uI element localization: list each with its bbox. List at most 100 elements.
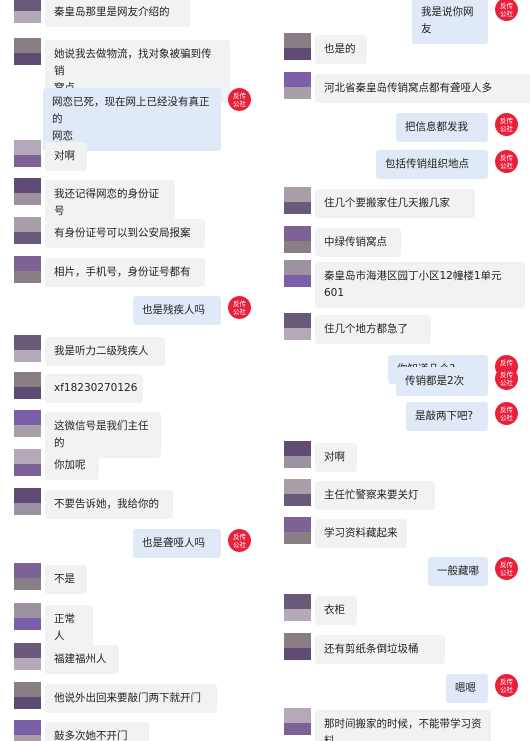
incoming-message-bubble[interactable]: 正常人 xyxy=(45,605,93,651)
incoming-message-row: 学习资料藏起来 xyxy=(270,517,530,548)
contact-avatar[interactable] xyxy=(14,256,41,283)
incoming-message-row: 敲多次她不开门 xyxy=(0,720,265,741)
sender-badge-avatar[interactable]: 反传公社 xyxy=(228,88,251,111)
incoming-message-bubble[interactable]: 对啊 xyxy=(315,443,357,472)
contact-avatar[interactable] xyxy=(14,603,41,630)
incoming-message-bubble[interactable]: 衣柜 xyxy=(315,596,357,625)
sender-badge-avatar[interactable]: 反传公社 xyxy=(495,113,518,136)
incoming-message-bubble[interactable]: 那时间搬家的时候，不能带学习资 料 xyxy=(315,710,491,741)
outgoing-message-bubble[interactable]: 把信息都发我 xyxy=(396,113,488,142)
contact-avatar[interactable] xyxy=(284,441,311,468)
contact-avatar[interactable] xyxy=(14,0,41,23)
incoming-message-bubble[interactable]: 住几个要搬家住几天搬几家 xyxy=(315,189,475,218)
incoming-message-row: 不要告诉她，我给你的 xyxy=(0,488,265,519)
outgoing-message-bubble[interactable]: 我是说你网友 xyxy=(412,0,488,44)
outgoing-message-bubble[interactable]: 嗯嗯 xyxy=(446,674,488,703)
incoming-message-bubble[interactable]: 敲多次她不开门 xyxy=(45,722,149,741)
incoming-message-row: 正常人 xyxy=(0,603,265,651)
contact-avatar[interactable] xyxy=(284,479,311,506)
incoming-message-bubble[interactable]: 秦皇岛那里是网友介绍的 xyxy=(45,0,190,27)
contact-avatar[interactable] xyxy=(284,33,311,60)
contact-avatar[interactable] xyxy=(14,720,41,741)
contact-avatar[interactable] xyxy=(14,335,41,362)
incoming-message-row: 有身份证号可以到公安局报案 xyxy=(0,217,265,248)
outgoing-message-row: 反传公社一般藏哪 xyxy=(270,557,530,586)
outgoing-message-row: 反传公社传销都是2次 xyxy=(270,367,530,396)
incoming-message-bubble[interactable]: 住几个地方都急了 xyxy=(315,315,431,344)
outgoing-message-bubble[interactable]: 也是残疾人吗 xyxy=(133,296,221,325)
incoming-message-bubble[interactable]: 我还记得网恋的身份证号 xyxy=(45,180,175,226)
outgoing-message-row: 反传公社也是聋哑人吗 xyxy=(0,529,265,558)
sender-badge-avatar[interactable]: 反传公社 xyxy=(495,150,518,173)
badge-text-line2: 公社 xyxy=(233,307,246,316)
incoming-message-row: 住几个地方都急了 xyxy=(270,313,530,344)
badge-text-line1: 反传 xyxy=(500,116,513,125)
contact-avatar[interactable] xyxy=(284,594,311,621)
contact-avatar[interactable] xyxy=(14,372,41,399)
contact-avatar[interactable] xyxy=(14,217,41,244)
contact-avatar[interactable] xyxy=(14,682,41,709)
contact-avatar[interactable] xyxy=(284,72,311,99)
incoming-message-bubble[interactable]: 还有剪纸条倒垃圾桶 xyxy=(315,635,445,664)
sender-badge-avatar[interactable]: 反传公社 xyxy=(495,0,518,21)
contact-avatar[interactable] xyxy=(14,140,41,167)
sender-badge-avatar[interactable]: 反传公社 xyxy=(495,674,518,697)
outgoing-message-bubble[interactable]: 也是聋哑人吗 xyxy=(133,529,221,558)
sender-badge-avatar[interactable]: 反传公社 xyxy=(228,296,251,319)
outgoing-message-bubble[interactable]: 传销都是2次 xyxy=(396,367,488,396)
contact-avatar[interactable] xyxy=(14,410,41,437)
incoming-message-bubble[interactable]: 中绿传销窝点 xyxy=(315,228,401,257)
incoming-message-bubble[interactable]: 我是听力二级残疾人 xyxy=(45,337,165,366)
incoming-message-bubble[interactable]: 你加呢 xyxy=(45,451,99,480)
badge-text-line1: 反传 xyxy=(500,358,513,367)
contact-avatar[interactable] xyxy=(284,517,311,544)
incoming-message-bubble[interactable]: 也是的 xyxy=(315,35,367,64)
incoming-message-row: 我还记得网恋的身份证号 xyxy=(0,178,265,226)
outgoing-message-bubble[interactable]: 包括传销组织地点 xyxy=(376,150,488,179)
incoming-message-row: 住几个要搬家住几天搬几家 xyxy=(270,187,530,218)
sender-badge-avatar[interactable]: 反传公社 xyxy=(495,402,518,425)
outgoing-message-bubble[interactable]: 网恋已死，现在网上已经没有真正的 网恋 xyxy=(43,88,221,151)
outgoing-message-row: 反传公社包括传销组织地点 xyxy=(270,150,530,179)
incoming-message-row: 秦皇岛市海港区园丁小区12幢楼1单元 601 xyxy=(270,260,530,308)
contact-avatar[interactable] xyxy=(14,38,41,65)
contact-avatar[interactable] xyxy=(284,313,311,340)
outgoing-message-bubble[interactable]: 是敲两下吧? xyxy=(406,402,488,431)
sender-badge-avatar[interactable]: 反传公社 xyxy=(495,557,518,580)
sender-badge-avatar[interactable]: 反传公社 xyxy=(495,367,518,390)
contact-avatar[interactable] xyxy=(284,633,311,660)
badge-text-line2: 公社 xyxy=(500,568,513,577)
incoming-message-bubble[interactable]: 福建福州人 xyxy=(45,645,119,674)
incoming-message-bubble[interactable]: 秦皇岛市海港区园丁小区12幢楼1单元 601 xyxy=(315,262,525,308)
sender-badge-avatar[interactable]: 反传公社 xyxy=(228,529,251,552)
incoming-message-bubble[interactable]: 主任忙警察来要关灯 xyxy=(315,481,435,510)
contact-avatar[interactable] xyxy=(14,178,41,205)
contact-avatar[interactable] xyxy=(14,449,41,476)
incoming-message-row: 对啊 xyxy=(0,140,265,171)
right-chat-panel: 反传公社我是说你网友也是的河北省秦皇岛传销窝点都有聋哑人多反传公社把信息都发我反… xyxy=(270,0,530,741)
incoming-message-bubble[interactable]: 河北省秦皇岛传销窝点都有聋哑人多 xyxy=(315,74,530,103)
incoming-message-bubble[interactable]: 学习资料藏起来 xyxy=(315,519,407,548)
incoming-message-row: 河北省秦皇岛传销窝点都有聋哑人多 xyxy=(270,72,530,103)
contact-avatar[interactable] xyxy=(284,187,311,214)
incoming-message-bubble[interactable]: 对啊 xyxy=(45,142,87,171)
contact-avatar[interactable] xyxy=(14,643,41,670)
incoming-message-bubble[interactable]: xf18230270126 xyxy=(45,374,143,403)
incoming-message-row: 我是听力二级残疾人 xyxy=(0,335,265,366)
outgoing-message-bubble[interactable]: 一般藏哪 xyxy=(428,557,488,586)
incoming-message-row: xf18230270126 xyxy=(0,372,265,403)
incoming-message-row: 你加呢 xyxy=(0,449,265,480)
contact-avatar[interactable] xyxy=(284,260,311,287)
incoming-message-bubble[interactable]: 他说外出回来要敲门两下就开门 xyxy=(45,684,217,713)
incoming-message-bubble[interactable]: 不要告诉她，我给你的 xyxy=(45,490,173,519)
incoming-message-bubble[interactable]: 相片，手机号，身份证号都有 xyxy=(45,258,205,287)
contact-avatar[interactable] xyxy=(284,226,311,253)
contact-avatar[interactable] xyxy=(14,488,41,515)
incoming-message-bubble[interactable]: 不是 xyxy=(45,565,87,594)
badge-text-line1: 反传 xyxy=(500,1,513,10)
incoming-message-bubble[interactable]: 这微信号是我们主任的 xyxy=(45,412,161,458)
contact-avatar[interactable] xyxy=(14,563,41,590)
contact-avatar[interactable] xyxy=(284,708,311,735)
incoming-message-bubble[interactable]: 有身份证号可以到公安局报案 xyxy=(45,219,205,248)
